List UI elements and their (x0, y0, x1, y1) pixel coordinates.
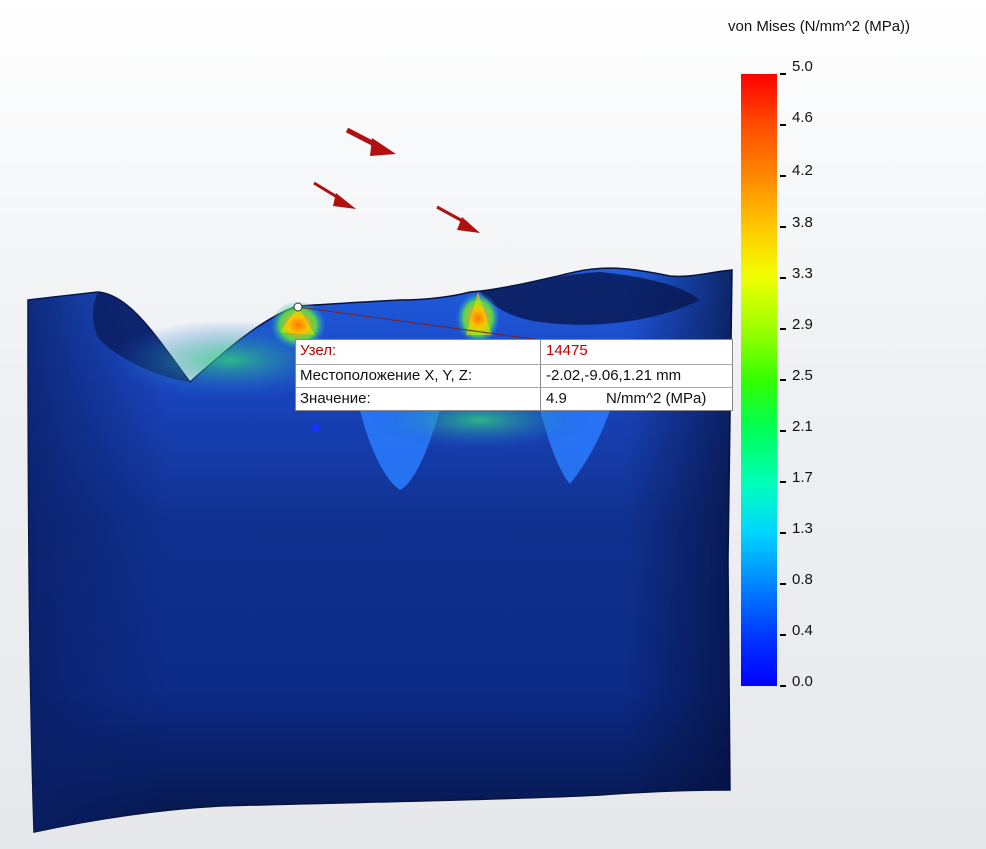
force-arrow-icon[interactable] (345, 127, 396, 156)
top-dark-band (480, 272, 700, 325)
legend-tick (780, 124, 786, 126)
legend-label: 3.8 (792, 214, 813, 231)
legend-label: 0.0 (792, 673, 813, 690)
probe-node-icon[interactable] (293, 302, 303, 312)
legend-label: 4.6 (792, 109, 813, 126)
legend-label: 1.7 (792, 469, 813, 486)
legend-tick (780, 328, 786, 330)
legend-tick (780, 73, 786, 75)
legend-label: 2.9 (792, 316, 813, 333)
legend-label: 5.0 (792, 58, 813, 75)
probe-row-location: Местоположение X, Y, Z: -2.02,-9.06,1.21… (296, 364, 732, 388)
probe-row-value: Значение: 4.9 N/mm^2 (MPa) (296, 387, 732, 411)
probe-value-unit: N/mm^2 (MPa) (606, 390, 707, 407)
probe-row-node: Узел: 14475 (296, 340, 732, 363)
legend-tick (780, 175, 786, 177)
legend-label: 2.5 (792, 367, 813, 384)
legend-tick (780, 226, 786, 228)
probe-node-value: 14475 (546, 342, 588, 359)
legend-tick (780, 481, 786, 483)
probe-divider (540, 340, 541, 410)
legend-label: 1.3 (792, 520, 813, 537)
force-arrow-icon[interactable] (436, 205, 480, 233)
probe-value-label: Значение: (300, 390, 371, 407)
probe-location-label: Местоположение X, Y, Z: (300, 367, 473, 384)
legend-label: 2.1 (792, 418, 813, 435)
probe-blue-marker (312, 424, 320, 432)
legend-color-bar (741, 74, 777, 686)
stress-hotspot-right-halo (456, 292, 500, 344)
legend-tick (780, 532, 786, 534)
legend-tick (780, 277, 786, 279)
stress-hotspot-left-halo (270, 301, 326, 349)
legend-label: 0.8 (792, 571, 813, 588)
legend-title: von Mises (N/mm^2 (MPa)) (728, 18, 911, 35)
probe-leader-line (297, 306, 541, 341)
probe-location-value: -2.02,-9.06,1.21 mm (546, 367, 682, 384)
probe-value-number: 4.9 (546, 390, 567, 407)
legend-tick (780, 430, 786, 432)
legend-tick (780, 685, 786, 687)
probe-node-label: Узел: (300, 342, 337, 359)
force-arrow-icon[interactable] (313, 181, 356, 209)
legend-label: 3.3 (792, 265, 813, 282)
probe-result-table: Узел: 14475 Местоположение X, Y, Z: -2.0… (295, 339, 733, 411)
legend-tick (780, 634, 786, 636)
legend-tick (780, 379, 786, 381)
legend-tick (780, 583, 786, 585)
legend-label: 0.4 (792, 622, 813, 639)
legend-label: 4.2 (792, 162, 813, 179)
